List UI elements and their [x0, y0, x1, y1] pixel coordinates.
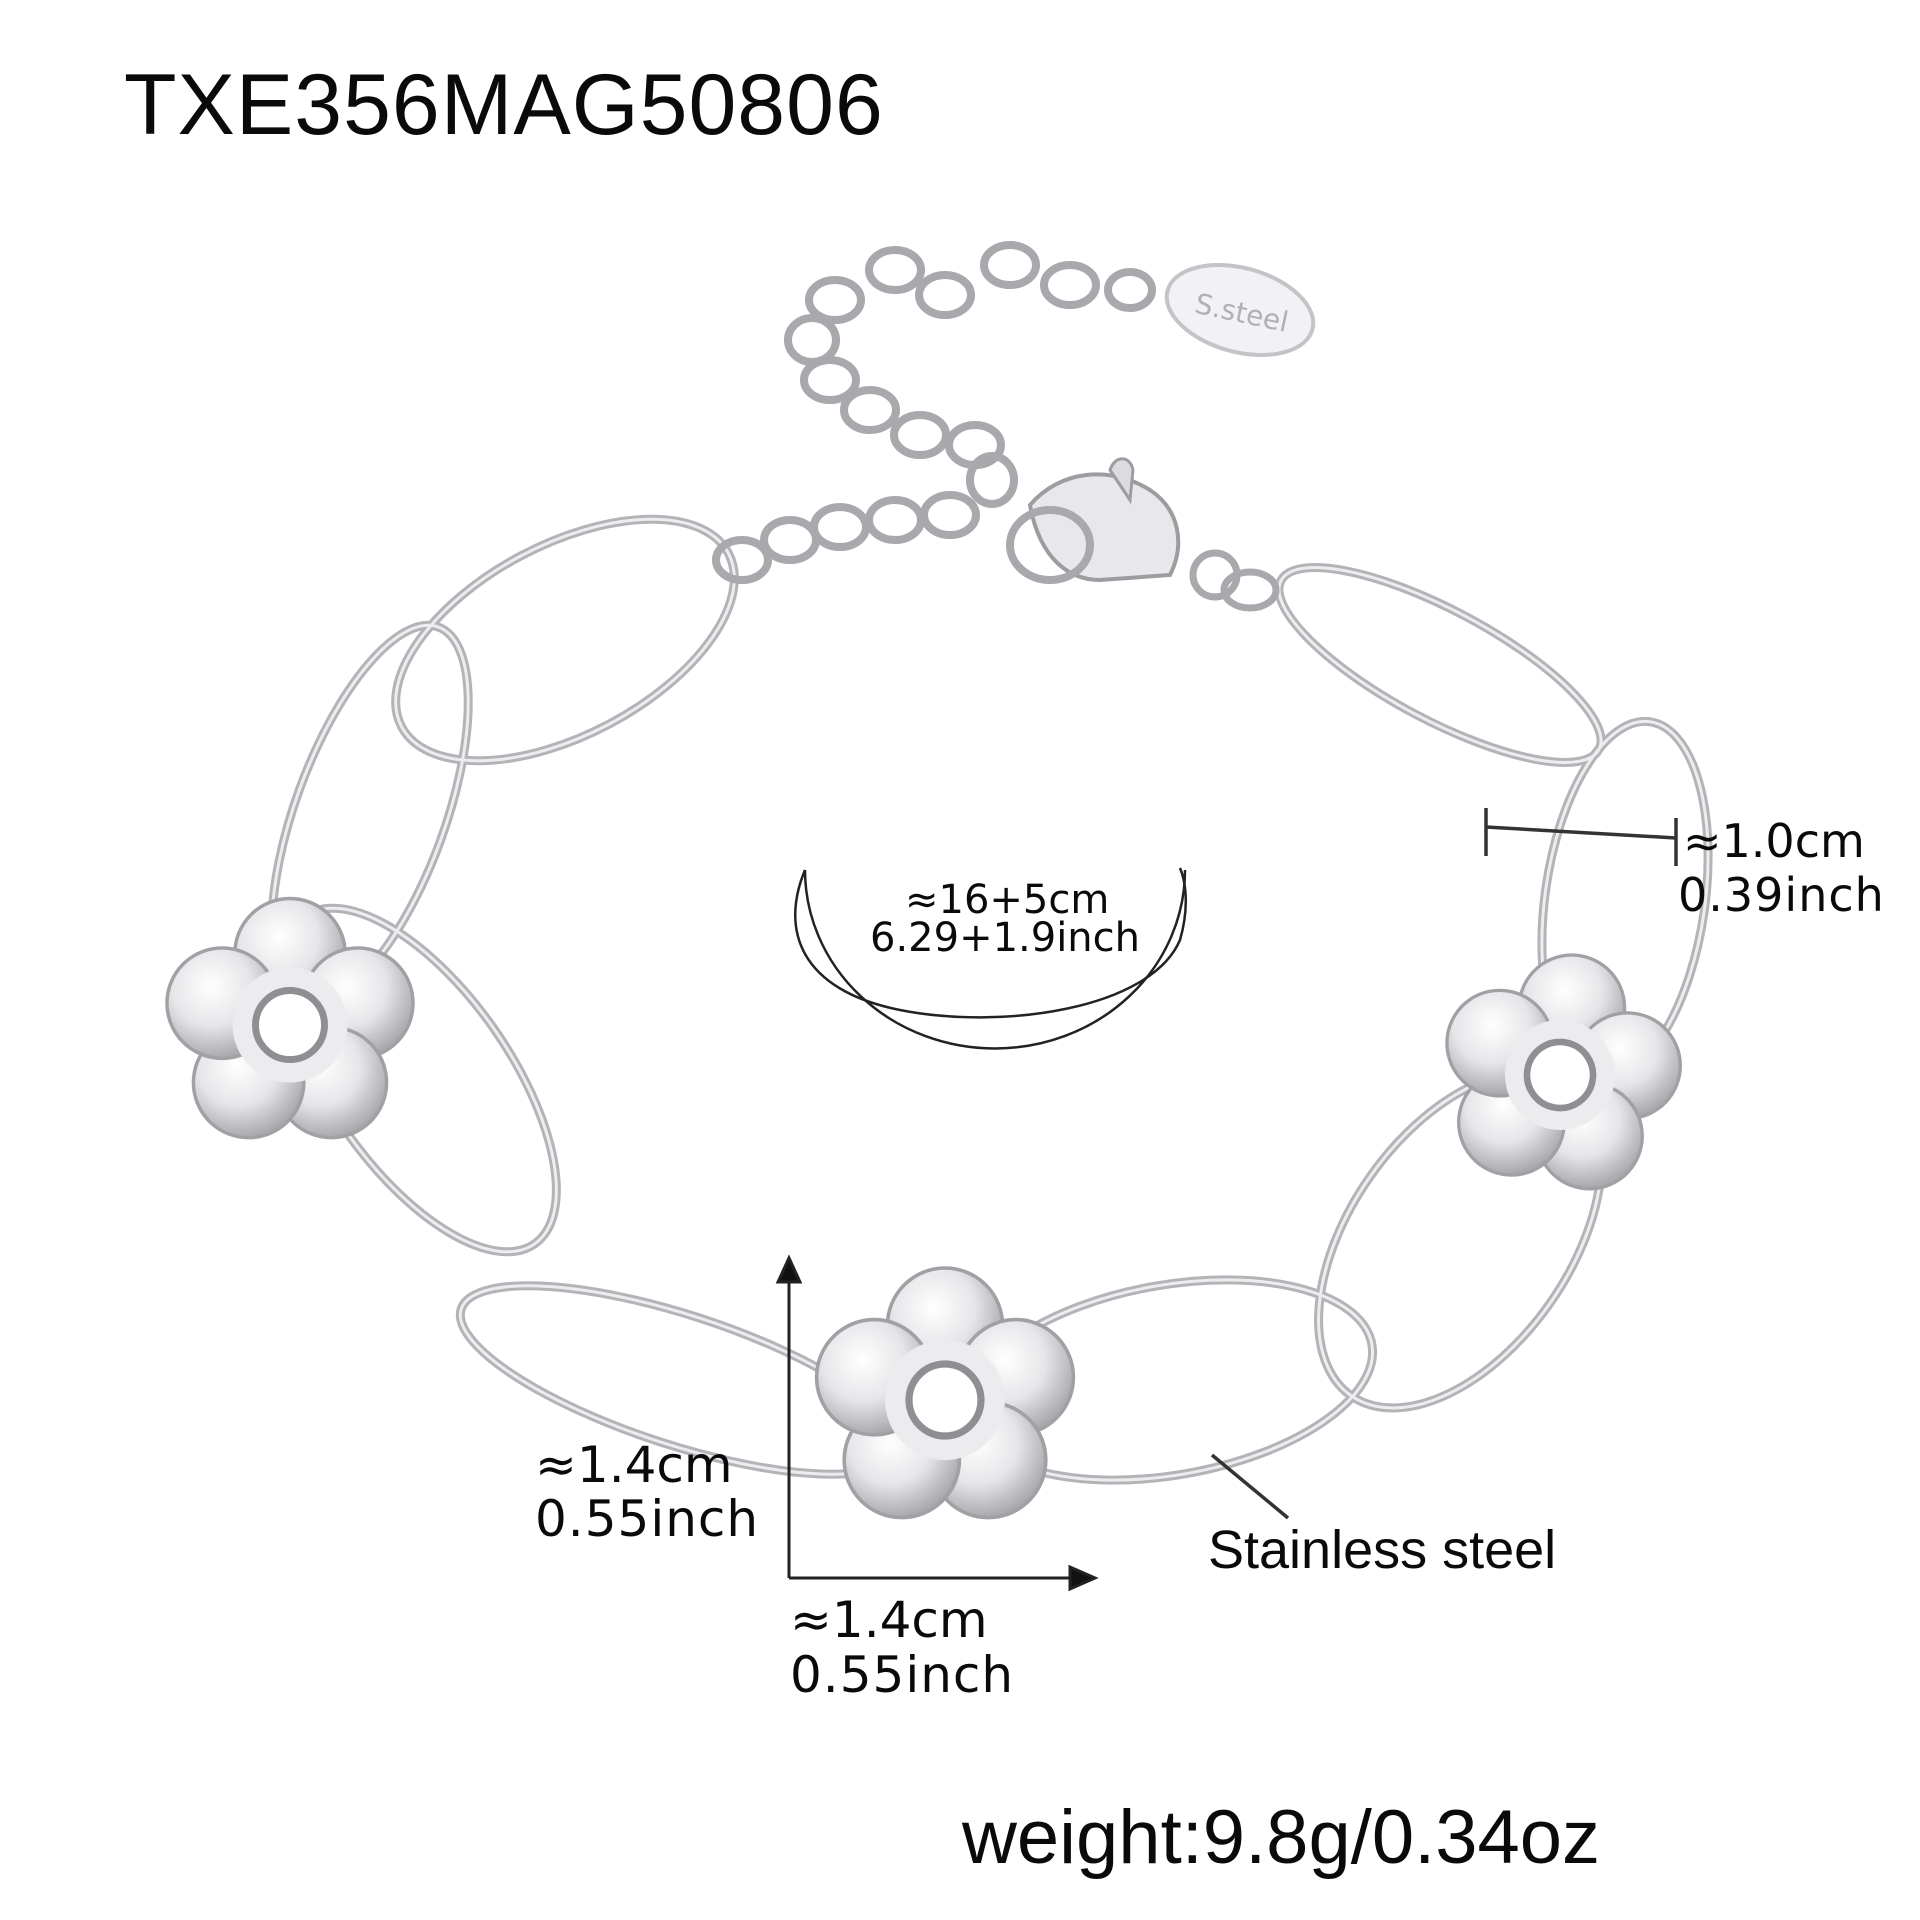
flower-charm-center: [817, 1268, 1074, 1518]
lobster-clasp: [1006, 457, 1280, 612]
link-width-cm: ≈1.0cm: [1683, 814, 1865, 868]
width-measure: [1484, 808, 1678, 866]
flower-axes: [775, 1254, 1099, 1592]
material-label: Stainless steel: [1208, 1520, 1557, 1580]
total-length-inch: 6.29+1.9inch: [870, 915, 1140, 961]
flower-height-cm: ≈1.4cm: [535, 1436, 733, 1494]
flower-charm-left: [167, 899, 413, 1138]
weight-label: weight:9.8g/0.34oz: [962, 1795, 1601, 1880]
length-arc: [803, 869, 1187, 1050]
flower-width-inch: 0.55inch: [790, 1646, 1015, 1704]
brand-tag: S.steel: [1164, 263, 1316, 357]
link-width-inch: 0.39inch: [1678, 868, 1885, 922]
flower-width-cm: ≈1.4cm: [790, 1591, 988, 1649]
product-sku: TXE356MAG50806: [124, 57, 884, 153]
flower-charm-right: [1425, 935, 1697, 1201]
flower-height-inch: 0.55inch: [535, 1490, 760, 1548]
extension-chain: [712, 241, 1156, 584]
total-length-cm: ≈16+5cm: [905, 877, 1110, 923]
material-pointer-line: [1210, 1453, 1290, 1520]
